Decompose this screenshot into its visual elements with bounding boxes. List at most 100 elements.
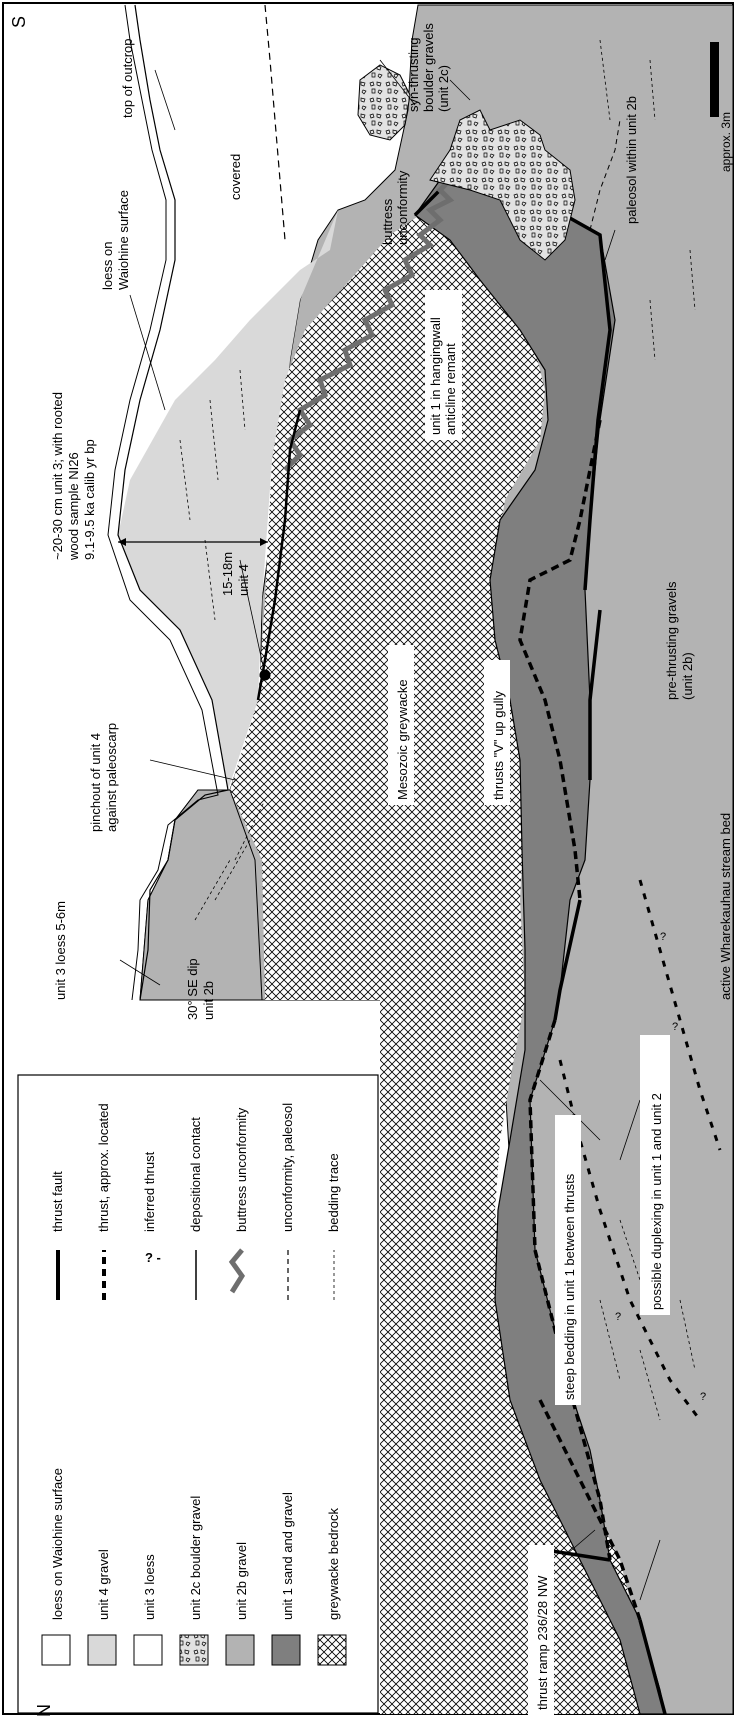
dip-line1: 30° SE dip	[185, 958, 200, 1020]
legend-symbol-label-1: thrust, approx. located	[96, 1103, 111, 1232]
thrust-fault-ramp	[544, 1548, 611, 1562]
leader-lines	[119, 59, 661, 1601]
scale-bar-label: approx. 3m	[719, 112, 733, 172]
thickness-arrow-right	[260, 538, 268, 546]
thrust-approx-2	[528, 1019, 612, 1561]
inferred-mark-1: ?	[660, 931, 666, 943]
legend-unit-label-0: loess on Waiohine surface	[50, 1468, 65, 1620]
loess-waiohine-line1: loess on	[100, 242, 115, 290]
pre-thrusting-line1: pre-thrusting gravels	[664, 581, 679, 700]
dip-line2: unit 2b	[201, 981, 216, 1020]
pre-thrusting-line2: (unit 2b)	[680, 652, 695, 700]
thrusts-v-label-bg	[484, 660, 510, 805]
legend-symbol-label-5: unconformity, paleosol	[280, 1103, 295, 1232]
pinchout-line2: against paleoscarp	[104, 723, 119, 832]
syn-thrusting-line1: syn-thrusting	[406, 38, 421, 112]
steep-bedding-label-bg	[555, 1115, 581, 1405]
legend-line-symbols: ? -	[56, 1248, 335, 1300]
loess-surface-line	[107, 4, 219, 1001]
inferred-mark-3: ?	[615, 1311, 621, 1323]
greywacke-label-bg	[388, 645, 414, 805]
inferred-thrust-1	[638, 879, 722, 1151]
legend-symbol-label-2: inferred thrust	[142, 1151, 157, 1232]
thrust-fault-lower	[553, 899, 582, 1021]
thickness-line1: 15-18m	[220, 552, 235, 596]
legend-unit-label-5: unit 1 sand and gravel	[280, 1492, 295, 1620]
thrust-fault-base	[638, 1619, 667, 1715]
pinchout-label: pinchout of unit 4 against paleoscarp	[88, 723, 119, 832]
inferred-mark-2: ?	[672, 1021, 678, 1033]
swatch-greywacke	[317, 1634, 347, 1666]
stream-bed-label: active Wharekauhau stream bed	[718, 813, 733, 1000]
legend-symbol-label-0: thrust fault	[50, 1171, 65, 1232]
loess-waiohine-label: loess on Waiohine surface	[100, 190, 131, 290]
mesozoic-greywacke-label: Mesozoic greywacke	[395, 679, 410, 800]
swatch-unit1	[271, 1634, 301, 1666]
syn-thrusting-line2: boulder gravels	[421, 23, 436, 112]
legend-unit-swatches	[41, 1634, 347, 1666]
legend-symbol-label-3: depositional contact	[188, 1117, 203, 1232]
pinchout-line1: pinchout of unit 4	[88, 733, 103, 832]
wood-sample-line1: ~20-30 cm unit 3; with rooted	[50, 392, 65, 560]
thrust-ramp-label-bg	[528, 1545, 554, 1715]
unit4-base-contact	[256, 409, 302, 701]
pre-thrusting-label: pre-thrusting gravels (unit 2b)	[664, 578, 695, 700]
legend-unit-label-2: unit 3 loess	[142, 1554, 157, 1620]
legend-unit-label-6: greywacke bedrock	[326, 1508, 341, 1620]
south-label: S	[9, 16, 29, 28]
rotated-labels: N S approx. 3m top of outcrop loess on W…	[9, 16, 733, 1717]
hangingwall-line1: unit 1 in hangingwall	[428, 317, 443, 435]
symbol-inferred: ? -	[145, 1250, 161, 1265]
swatch-unit4	[87, 1634, 117, 1666]
steep-bedding-label: steep bedding in unit 1 between thrusts	[562, 1173, 577, 1400]
wood-sample-line2: wood sample NI26	[66, 452, 81, 561]
thrust-fault-middle	[588, 609, 602, 780]
covered-boundary	[264, 4, 286, 241]
thickness-label: 15-18m unit 4	[220, 548, 251, 596]
buttress-line1: buttress	[380, 198, 395, 245]
wood-sample-line3: 9.1-9.5 ka calib yr bp	[82, 439, 97, 560]
swatch-unit2c	[179, 1634, 209, 1666]
paleosol-line	[589, 119, 621, 231]
legend-unit-label-3: unit 2c boulder gravel	[188, 1496, 203, 1620]
buttress-unconformity-label: buttress unconformity	[380, 170, 410, 245]
covered-label: covered	[228, 154, 243, 200]
thickness-line2: unit 4	[236, 564, 251, 596]
dip-label: 30° SE dip unit 2b	[185, 955, 216, 1020]
syn-thrusting-line3: (unit 2c)	[436, 65, 451, 112]
north-label: N	[34, 1704, 54, 1717]
swatch-loess-waiohine	[41, 1634, 71, 1666]
legend-symbol-label-4: buttress unconformity	[234, 1107, 249, 1232]
thrust-approx-3	[538, 1399, 642, 1621]
loess-waiohine-line2: Waiohine surface	[116, 190, 131, 290]
duplexing-label-bg	[640, 1035, 670, 1315]
thickness-arrow-left	[118, 538, 126, 546]
unit3-loess-label: unit 3 loess 5-6m	[53, 901, 68, 1000]
hangingwall-line2: anticline remant	[443, 343, 458, 435]
thrusts-v-label: thrusts "V" up gully	[491, 691, 506, 800]
paleosol-label: paleosol within unit 2b	[624, 96, 639, 224]
thrust-approx-1	[518, 419, 602, 901]
swatch-unit2b	[225, 1634, 255, 1666]
legend-symbol-label-6: bedding trace	[326, 1153, 341, 1232]
hangingwall-label-bg	[425, 290, 462, 440]
scale-bar	[710, 42, 719, 117]
legend-box	[17, 1074, 379, 1714]
legend-unit-label-4: unit 2b gravel	[234, 1542, 249, 1620]
unit1-hangingwall-label: unit 1 in hangingwall anticline remant	[428, 314, 458, 435]
legend-unit-label-1: unit 4 gravel	[96, 1549, 111, 1620]
unit2b-left-lobe	[139, 789, 263, 1001]
bedding-traces	[179, 39, 696, 1421]
unit4-gravel-area	[118, 210, 338, 790]
buttress-line2: unconformity	[395, 170, 410, 245]
boulder-gravel-lower	[429, 109, 576, 261]
syn-thrusting-label: syn-thrusting boulder gravels (unit 2c)	[406, 19, 451, 112]
thrust-ramp-label: thrust ramp 236/28 NW	[535, 1575, 550, 1710]
wood-sample-label: ~20-30 cm unit 3; with rooted wood sampl…	[50, 388, 97, 561]
duplexing-label: possible duplexing in unit 1 and unit 2	[649, 1093, 664, 1310]
symbol-buttress	[228, 1248, 246, 1294]
inferred-mark-4: ?	[700, 1391, 706, 1403]
buttress-unconformity-line	[283, 173, 457, 472]
top-of-outcrop-line	[117, 4, 229, 1001]
